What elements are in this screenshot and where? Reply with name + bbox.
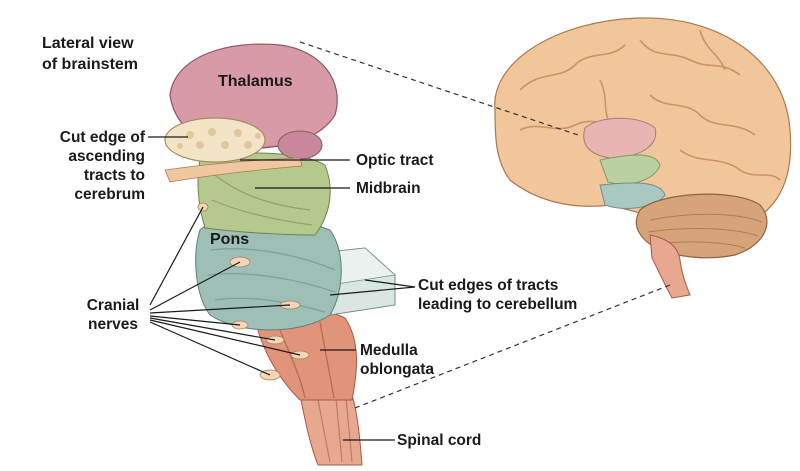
label-midbrain: Midbrain	[356, 180, 421, 197]
label-medulla-line-1: Medulla	[360, 342, 418, 359]
connector-lines	[299, 41, 671, 409]
label-cut-edge-line-2: ascending	[68, 148, 145, 165]
title-line-1: Lateral view	[42, 35, 134, 52]
optic-tract	[164, 157, 303, 183]
diagram-title: Lateral view of brainstem	[42, 33, 138, 75]
label-cut-edge-line-1: Cut edge of	[59, 129, 145, 146]
label-medulla-line-2: oblongata	[360, 361, 435, 378]
brain-pons-highlight	[599, 182, 666, 209]
label-cut-edge-line-4: cerebrum	[74, 186, 145, 203]
brain-brainstem	[649, 234, 691, 299]
whole-brain-illustration	[494, 17, 792, 299]
spinal-cord	[299, 394, 363, 466]
cut-edge-ascending	[164, 117, 266, 163]
label-cranial-nerves: Cranial nerves	[78, 296, 148, 334]
title-line-2: of brainstem	[42, 56, 139, 73]
label-spinal-cord: Spinal cord	[397, 432, 482, 449]
label-cut-edge-ascending: Cut edge of ascending tracts to cerebrum	[40, 128, 145, 204]
label-cut-edge-line-3: tracts to	[83, 167, 145, 184]
label-cranial-line-2: nerves	[88, 316, 138, 333]
label-cut-edges-line-2: leading to cerebellum	[418, 296, 578, 313]
label-pons: Pons	[210, 231, 250, 248]
label-medulla: Medulla oblongata	[360, 341, 434, 379]
brainstem-illustration	[164, 43, 396, 466]
label-thalamus: Thalamus	[218, 73, 293, 90]
label-cut-edges-line-1: Cut edges of tracts	[418, 277, 559, 294]
brain-thalamus-highlight	[583, 117, 657, 159]
label-optic-tract: Optic tract	[356, 152, 434, 169]
label-cut-edges-tracts: Cut edges of tracts leading to cerebellu…	[418, 276, 577, 314]
label-cranial-line-1: Cranial	[86, 297, 140, 314]
leader-lines	[148, 136, 416, 441]
